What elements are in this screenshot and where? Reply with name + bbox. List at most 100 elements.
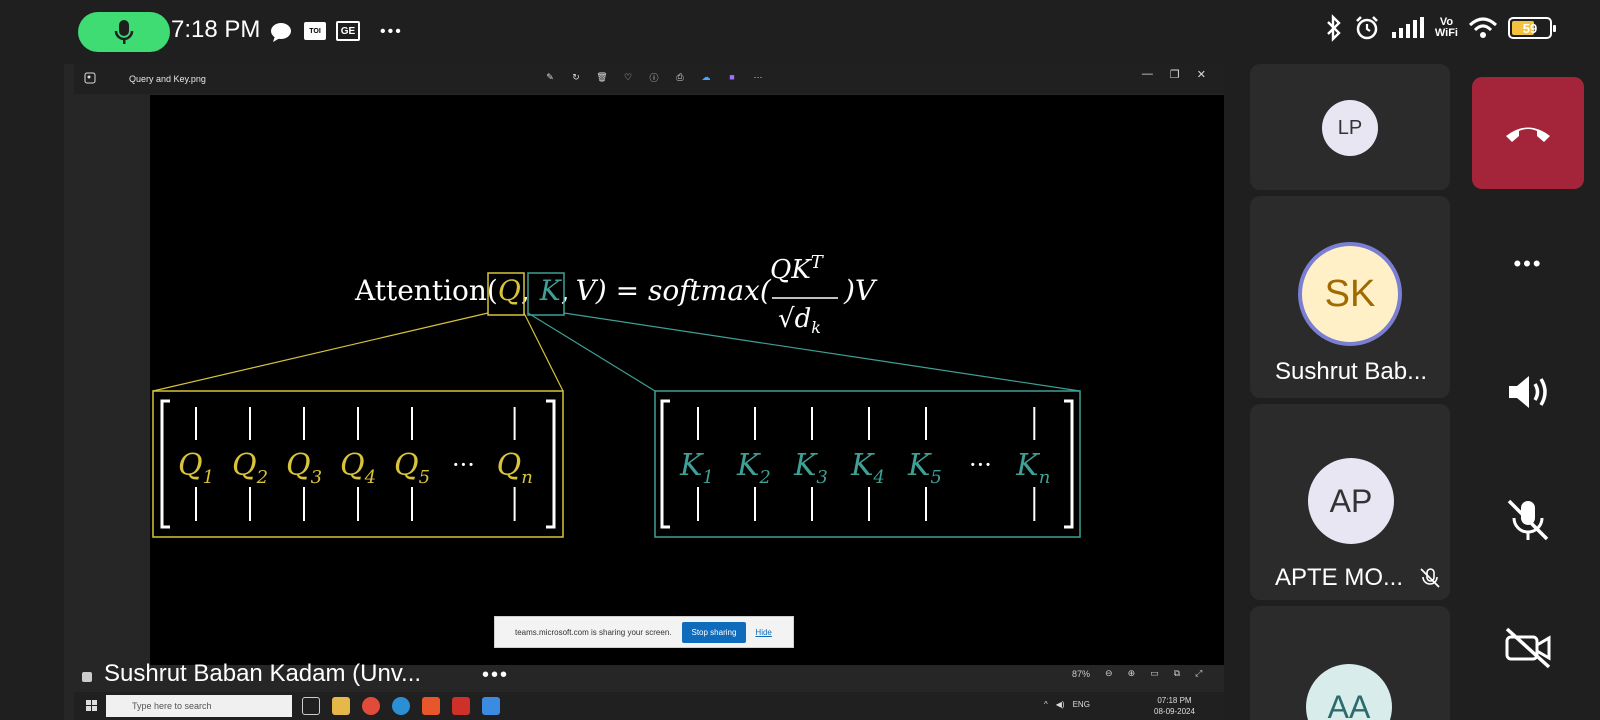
q-vector-label: Q2 <box>232 448 268 488</box>
chrome-icon[interactable] <box>362 697 380 715</box>
rotate-icon[interactable]: ↻ <box>572 71 580 82</box>
fraction-denominator: √dk <box>778 304 821 337</box>
wifi-icon <box>1468 17 1498 38</box>
presenter-indicator <box>82 672 92 682</box>
k-ellipsis: ··· <box>969 451 992 479</box>
zoom-in-icon[interactable]: ⊕ <box>1127 668 1136 678</box>
taskbar-date: 08-09-2024 <box>1154 707 1195 716</box>
onedrive-icon[interactable]: ☁ <box>701 71 711 82</box>
taskbar-clock[interactable]: 07:18 PM 08-09-2024 <box>1154 695 1195 717</box>
clipchamp-icon[interactable]: ■ <box>729 72 735 82</box>
close-button[interactable]: ✕ <box>1196 69 1206 81</box>
avatar: AA <box>1306 664 1392 720</box>
taskbar-apps <box>302 697 500 715</box>
more-options-icon: ••• <box>1513 251 1543 276</box>
print-icon[interactable]: ⎙ <box>676 71 684 82</box>
q-vector-label: Qn <box>497 448 533 488</box>
participant-tile[interactable]: SK Sushrut Bab... <box>1250 196 1450 398</box>
more-icon[interactable]: ··· <box>753 72 763 82</box>
favorite-icon[interactable]: ♡ <box>623 71 633 82</box>
edit-icon[interactable]: ✎ <box>546 71 554 82</box>
q-vector-label: Q4 <box>340 448 376 488</box>
task-view-icon[interactable] <box>302 697 320 715</box>
brave-icon[interactable] <box>422 697 440 715</box>
speaker-icon <box>1509 376 1547 408</box>
file-explorer-icon[interactable] <box>332 697 350 715</box>
k-vector-label: K2 <box>736 448 771 488</box>
toi-icon: TOI <box>304 22 326 40</box>
k-matrix-box <box>654 390 1081 538</box>
k-vector-label: Kn <box>1015 448 1050 488</box>
fit-icon[interactable]: ▭ <box>1150 668 1159 678</box>
more-options-button[interactable]: ••• <box>1500 236 1556 292</box>
participant-tile[interactable]: AP APTE MO... <box>1250 404 1450 600</box>
participant-tile[interactable]: AA <box>1250 606 1450 720</box>
speaker-button[interactable] <box>1500 364 1556 420</box>
zoom-bar: 87% ⊖ ⊕ ▭ ⧉ ⤢ <box>1072 668 1202 679</box>
avatar-initials: LP <box>1337 116 1363 139</box>
battery-icon: 59 <box>1508 17 1556 39</box>
mic-icon <box>114 20 134 44</box>
hang-up-button[interactable] <box>1472 77 1584 189</box>
edge-icon[interactable] <box>392 697 410 715</box>
formula-tail: )V <box>843 274 878 307</box>
k-highlight-box <box>527 272 565 316</box>
delete-icon[interactable]: 🗑 <box>596 71 608 82</box>
filmstrip-icon[interactable]: ⧉ <box>1173 668 1181 678</box>
ge-icon: GE <box>336 21 360 41</box>
bluetooth-icon <box>1327 14 1341 42</box>
status-time: 7:18 PM <box>171 16 261 43</box>
share-banner-text: teams.microsoft.com is sharing your scre… <box>515 627 672 637</box>
photos-title-bar: Query and Key.png ✎ ↻ 🗑 ♡ ⓘ ⎙ ☁ ■ ··· — … <box>74 64 1224 94</box>
hide-link[interactable]: Hide <box>755 627 772 637</box>
info-icon[interactable]: ⓘ <box>649 72 659 83</box>
avatar: LP <box>1322 100 1378 156</box>
tray-volume-icon[interactable]: ◀) <box>1055 700 1065 709</box>
taskbar-time: 07:18 PM <box>1157 696 1192 705</box>
taskbar-search[interactable]: Type here to search <box>106 695 292 717</box>
presenter-name: Sushrut Baban Kadam (Unv... <box>104 660 422 687</box>
tray-chevron-icon[interactable]: ^ <box>1044 700 1048 709</box>
participant-name: Sushrut Bab... <box>1275 358 1428 385</box>
avatar-initials: AP <box>1329 482 1373 519</box>
zoom-out-icon[interactable]: ⊖ <box>1105 668 1113 678</box>
image-viewer: Attention(Q,K,V) = softmax( QKT √dk )V Q… <box>150 95 1224 665</box>
tray-language[interactable]: ENG <box>1072 700 1090 709</box>
windows-taskbar: Type here to search ^ ◀) ENG 07:18 PM 08… <box>74 692 1224 720</box>
battery-level: 59 <box>1522 20 1538 36</box>
windows-start-icon[interactable] <box>86 700 97 711</box>
fraction-numerator: QKT <box>770 252 825 285</box>
acrobat-icon[interactable] <box>452 697 470 715</box>
window-controls: — ❐ ✕ <box>1142 68 1206 81</box>
more-icon: ••• <box>380 23 403 40</box>
ge-label: GE <box>340 25 356 37</box>
q-ellipsis: ··· <box>452 451 475 479</box>
shared-screen: Query and Key.png ✎ ↻ 🗑 ♡ ⓘ ⎙ ☁ ■ ··· — … <box>64 64 1224 720</box>
presenter-more-button[interactable]: ••• <box>482 664 510 686</box>
active-call-pill[interactable] <box>78 12 170 52</box>
mic-muted-icon <box>1420 568 1440 588</box>
video-button[interactable] <box>1500 620 1556 676</box>
k-vector-label: K5 <box>907 448 942 488</box>
fullscreen-icon[interactable]: ⤢ <box>1195 668 1203 678</box>
mute-button[interactable] <box>1500 492 1556 548</box>
alarm-icon <box>1355 16 1378 40</box>
participant-tile[interactable]: LP <box>1250 64 1450 190</box>
vo-label: Vo <box>1439 16 1454 28</box>
video-off-icon <box>1505 627 1551 669</box>
avatar: SK <box>1298 242 1402 346</box>
paint-icon[interactable] <box>482 697 500 715</box>
signal-icon <box>1391 17 1424 38</box>
attention-diagram: Attention(Q,K,V) = softmax( QKT √dk )V Q… <box>152 252 1081 538</box>
formula-attention: Attention(Q,K,V) = softmax( <box>354 274 772 307</box>
restore-button[interactable]: ❐ <box>1169 69 1180 81</box>
stop-sharing-button[interactable]: Stop sharing <box>681 621 747 643</box>
minimize-button[interactable]: — <box>1141 68 1153 80</box>
file-name: Query and Key.png <box>129 74 206 84</box>
mic-muted-icon <box>1507 499 1549 541</box>
chat-icon <box>270 18 292 46</box>
avatar-initials: SK <box>1324 272 1376 315</box>
